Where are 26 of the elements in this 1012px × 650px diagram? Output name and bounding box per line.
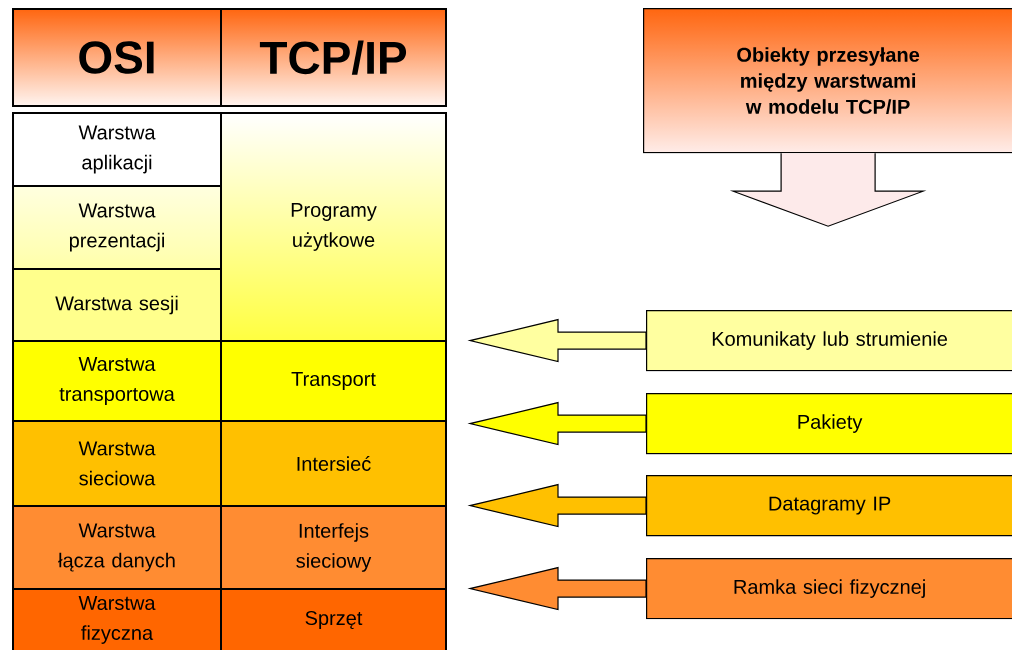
block-arrow <box>729 152 927 227</box>
table-cell: Warstwa prezentacji <box>12 185 222 270</box>
header-cell: TCP/IP <box>220 8 447 107</box>
callout-box: Obiekty przesyłane między warstwami w modelu TCP/IP <box>643 8 1012 154</box>
table-cell: Intersieć <box>220 420 447 507</box>
table-cell: Warstwa transportowa <box>12 340 222 422</box>
label-box: Datagramy IP <box>646 475 1012 537</box>
block-arrow <box>467 401 647 446</box>
header-cell: OSI <box>12 8 222 107</box>
block-arrow <box>467 566 647 611</box>
table-cell: Warstwa fizyczna <box>12 588 222 650</box>
node-label: Warstwa fizyczna <box>78 596 156 644</box>
label-box: Komunikaty lub strumienie <box>646 310 1012 372</box>
table-cell: Transport <box>220 340 447 422</box>
table-cell: Warstwa aplikacji <box>12 112 222 187</box>
table-cell: Sprzęt <box>220 588 447 650</box>
table-cell: Interfejs sieciowy <box>220 505 447 590</box>
label-box: Ramka sieci fizycznej <box>646 558 1012 620</box>
block-arrow <box>467 318 647 363</box>
block-arrow <box>467 483 647 528</box>
node-label: Sprzęt <box>305 610 363 630</box>
label-box: Pakiety <box>646 393 1012 455</box>
table-cell: Warstwa łącza danych <box>12 505 222 590</box>
table-cell: Warstwa sesji <box>12 268 222 342</box>
table-cell: Programy użytkowe <box>220 112 447 342</box>
table-cell: Warstwa sieciowa <box>12 420 222 507</box>
